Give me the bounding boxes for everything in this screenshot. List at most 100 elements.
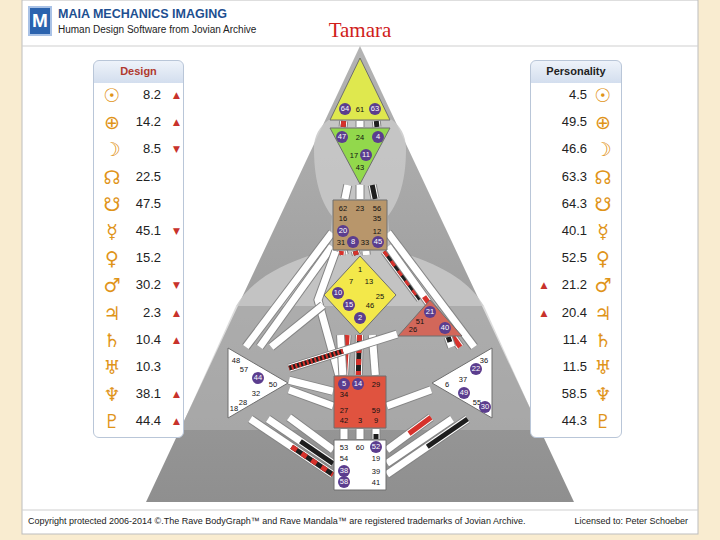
gate-number: 2 [354, 312, 366, 324]
channel-core [345, 185, 348, 199]
channel-activation [374, 434, 379, 439]
footer-rule [22, 510, 698, 511]
gate-line-value: 4.5 [569, 87, 587, 103]
planet-symbol: ♄ [103, 329, 120, 351]
channel-outline [356, 429, 365, 439]
gate-number: 31 [337, 238, 345, 247]
channel-outline [387, 419, 468, 474]
gate-number: 62 [339, 204, 347, 213]
channel-line [388, 233, 474, 347]
channel-core [250, 419, 333, 475]
planet-symbol: ♇ [594, 410, 611, 432]
planet-symbol: ☋ [104, 193, 121, 215]
gate-number: 19 [372, 454, 380, 463]
channel-outline [289, 334, 397, 368]
body-silhouette [146, 46, 574, 502]
channel-core [357, 185, 364, 199]
gate-line-value: 8.2 [143, 87, 161, 103]
gate-line-value: 10.3 [136, 359, 161, 375]
gate-number: 42 [340, 416, 348, 425]
channel-outline [339, 121, 349, 127]
channel-core [271, 305, 323, 347]
gate-number: 52 [370, 441, 382, 453]
channel-line [271, 305, 323, 347]
channel-line [360, 429, 361, 439]
planet-symbol: ⊕ [595, 111, 611, 133]
gate-number: 41 [372, 478, 380, 487]
channel-outline [387, 390, 431, 406]
channel-activation [292, 447, 333, 475]
center-shape [398, 300, 462, 336]
channel-core [355, 251, 356, 255]
center-shape [333, 200, 387, 250]
direction-arrow: ▲ [173, 388, 180, 400]
direction-arrow: ▲ [173, 116, 180, 128]
channel-core [448, 337, 452, 347]
channel-core [358, 335, 359, 375]
gate-number: 1 [358, 265, 362, 274]
gate-line-value: 8.5 [143, 141, 161, 157]
direction-arrow: ▲ [173, 415, 180, 427]
gate-number: 20 [337, 225, 349, 237]
gate-number: 15 [343, 299, 355, 311]
planet-symbol: ☿ [106, 220, 118, 242]
channel-activation [341, 121, 347, 127]
planet-symbol: ♅ [103, 356, 120, 378]
channel-line [387, 390, 431, 406]
channel-core [387, 419, 468, 474]
direction-arrow: ▲ [173, 89, 180, 101]
gate-line-value: 63.3 [562, 169, 587, 185]
channel-line [343, 121, 345, 127]
channel-line [365, 251, 366, 255]
planet-symbol: ☊ [595, 166, 612, 188]
channel-line [250, 419, 333, 475]
planet-symbol: ♂ [594, 274, 611, 296]
license-note: Licensed to: Peter Schoeber [574, 516, 688, 526]
channel-line [358, 335, 359, 375]
gate-line-value: 46.6 [562, 141, 587, 157]
gate-number: 49 [458, 387, 470, 399]
center-shape [334, 440, 386, 490]
gate-line-value: 44.3 [562, 413, 587, 429]
activation-panel: Design☉8.2▲⊕14.2▲☽8.5▼☊22.5☋47.5☿45.1▼♀1… [93, 60, 184, 438]
gate-line-value: 30.2 [136, 277, 161, 293]
channel-line [289, 334, 397, 368]
channel-outline [361, 251, 370, 255]
channel-line [360, 121, 361, 127]
channel-line [344, 429, 345, 439]
gate-number: 30 [479, 401, 491, 413]
planet-symbol: ♄ [594, 329, 611, 351]
channel-outline [388, 233, 474, 347]
gate-line-value: 49.5 [562, 114, 587, 130]
channel-core [289, 380, 333, 391]
channel-line [355, 251, 356, 255]
channel-activation [372, 185, 375, 199]
energy-center: 1713102515462 [324, 256, 396, 334]
gate-number: 43 [356, 163, 364, 172]
gate-number: 39 [372, 467, 380, 476]
gate-number: 57 [240, 365, 248, 374]
channel-line [341, 251, 342, 255]
gate-number: 5 [338, 378, 350, 390]
planet-symbol: ⊕ [104, 111, 120, 133]
gate-number: 32 [252, 389, 260, 398]
gate-number: 53 [340, 443, 348, 452]
channel-activation [292, 447, 333, 475]
gate-number: 16 [339, 214, 347, 223]
channel-line [345, 185, 348, 199]
planet-symbol: ♀ [596, 247, 610, 269]
gate-line-value: 10.4 [136, 332, 161, 348]
planet-symbol: ☿ [597, 220, 609, 242]
channel-outline [289, 380, 333, 391]
gate-line-value: 21.2 [562, 277, 587, 293]
channel-activation [289, 351, 343, 368]
channel-line [387, 419, 468, 474]
planet-symbol: ♂ [103, 274, 120, 296]
channel-line [448, 337, 452, 347]
gate-number: 58 [338, 476, 350, 488]
channel-activation [427, 419, 467, 447]
channel-outline [372, 185, 375, 199]
channel-activation [358, 335, 359, 375]
